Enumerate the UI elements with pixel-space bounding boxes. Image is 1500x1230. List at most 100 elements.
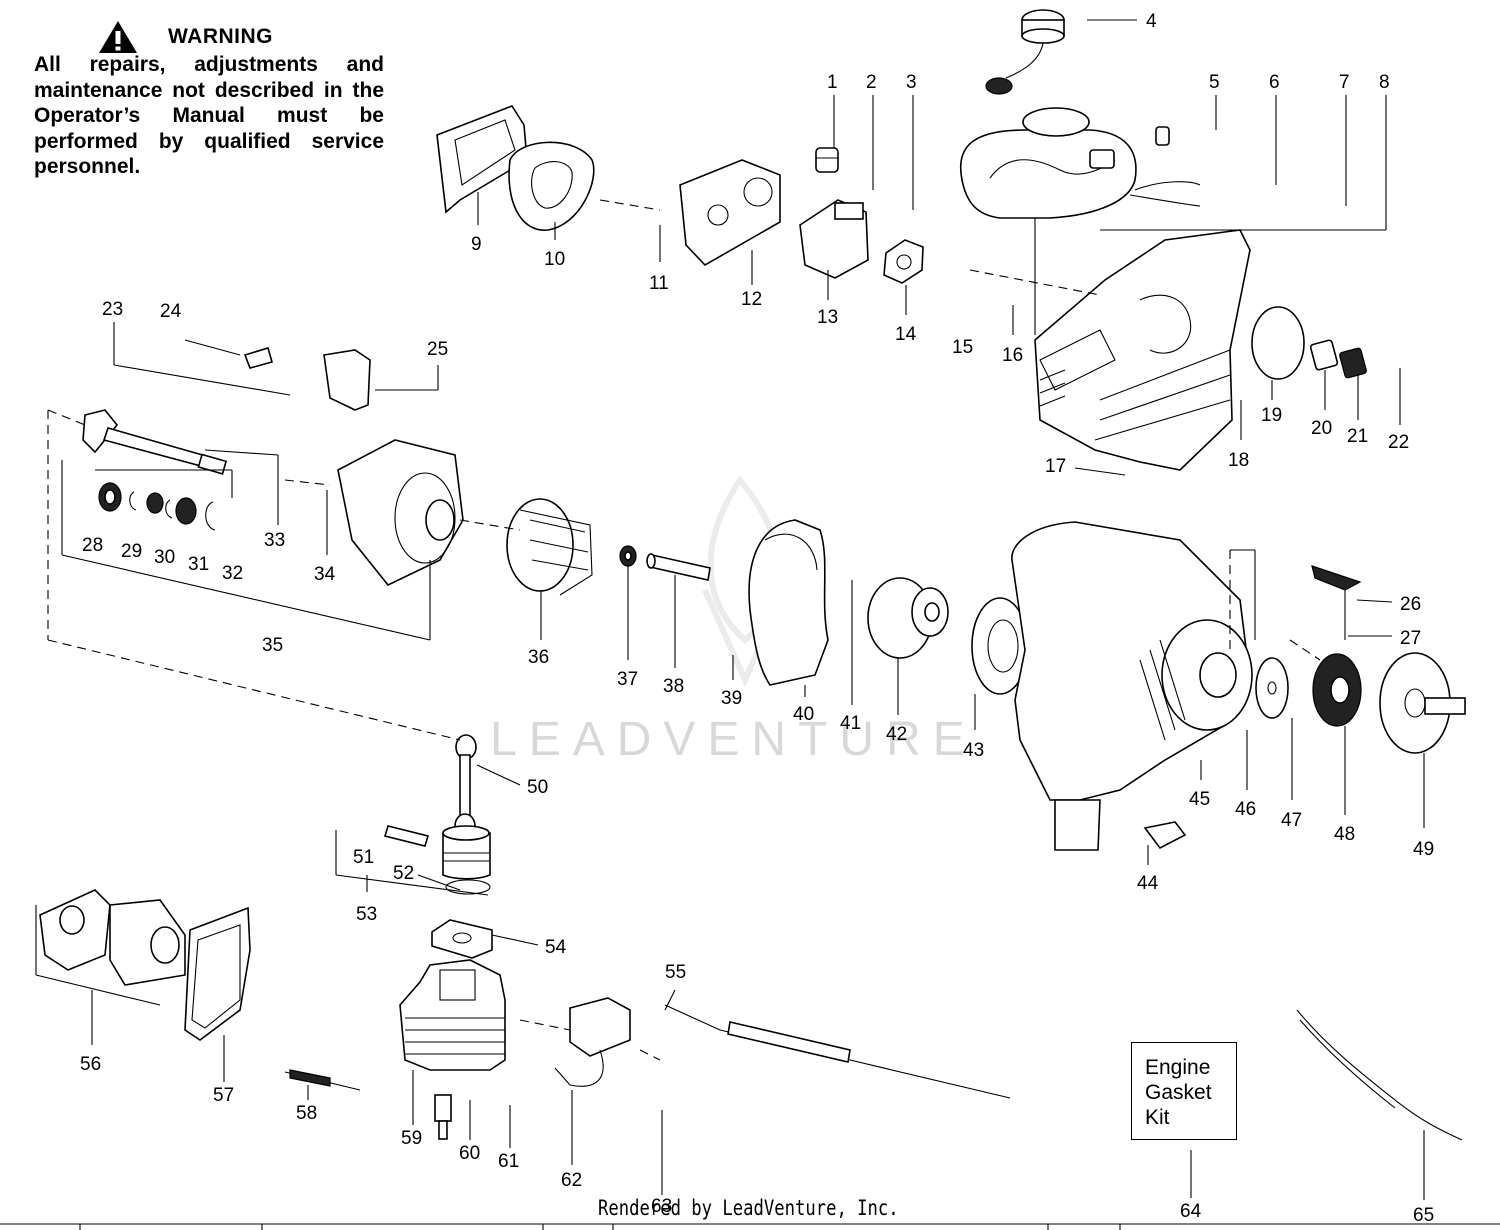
kit-line-1: Engine <box>1145 1056 1211 1079</box>
o-ring-part <box>1251 306 1305 380</box>
piston-part <box>383 825 491 895</box>
callout-50: 50 <box>527 777 548 798</box>
callout-39: 39 <box>721 688 742 709</box>
callout-56: 56 <box>80 1054 101 1075</box>
callout-18: 18 <box>1228 450 1249 471</box>
flywheel-part <box>506 498 593 596</box>
callout-59: 59 <box>401 1128 422 1149</box>
callout-12: 12 <box>741 289 762 310</box>
callout-52: 52 <box>393 863 414 884</box>
callout-62: 62 <box>561 1170 582 1191</box>
spark-plug-part <box>434 1094 452 1140</box>
cylinder-gasket-part <box>431 919 493 959</box>
engine-gasket-kit-box: Engine Gasket Kit <box>1131 1042 1237 1140</box>
fuel-filter-part <box>1155 126 1170 146</box>
starter-handle-part <box>1311 565 1362 640</box>
callout-42: 42 <box>886 724 907 745</box>
pulley-part <box>867 577 949 659</box>
callout-51: 51 <box>353 847 374 868</box>
callout-58: 58 <box>296 1103 317 1124</box>
callout-29: 29 <box>121 541 142 562</box>
warning-triangle-icon <box>99 21 137 53</box>
callout-44: 44 <box>1137 873 1159 894</box>
callout-19: 19 <box>1261 405 1282 426</box>
callout-47: 47 <box>1281 810 1302 831</box>
callout-53: 53 <box>356 904 377 925</box>
callout-1: 1 <box>827 72 838 93</box>
callout-46: 46 <box>1235 799 1256 820</box>
carburetor-bracket-part <box>679 159 781 267</box>
callout-33: 33 <box>264 530 285 551</box>
air-filter-part <box>508 141 595 231</box>
spring-part <box>284 1069 361 1091</box>
callout-26: 26 <box>1400 594 1421 615</box>
crankshaft-part <box>82 409 228 475</box>
callout-65: 65 <box>1413 1205 1434 1226</box>
callout-38: 38 <box>663 676 684 697</box>
shroud-part <box>748 519 829 686</box>
clutch-drum-part <box>1379 652 1466 754</box>
callout-36: 36 <box>528 647 549 668</box>
callout-30: 30 <box>154 547 175 568</box>
ignition-module-part <box>554 997 631 1087</box>
callout-7: 7 <box>1339 72 1350 93</box>
callout-13: 13 <box>817 307 838 328</box>
kit-line-2: Gasket <box>1145 1081 1212 1104</box>
drive-shaft-part <box>646 553 711 581</box>
callout-leaders <box>35 19 1425 1200</box>
cylinder-part <box>399 959 506 1071</box>
washer-part <box>619 545 637 567</box>
fuel-tank-part <box>959 107 1137 219</box>
air-box-gasket-part <box>184 906 251 1041</box>
engine-housing-part <box>1034 229 1251 471</box>
starter-housing-part <box>1011 521 1253 851</box>
callout-63: 63 <box>651 1196 672 1217</box>
warning-title: WARNING <box>168 25 273 48</box>
callout-27: 27 <box>1400 628 1421 649</box>
bottom-table-border <box>0 1223 1500 1230</box>
callout-41: 41 <box>840 713 861 734</box>
callout-8: 8 <box>1379 72 1390 93</box>
small-plates-part <box>1309 339 1367 379</box>
callout-37: 37 <box>617 669 638 690</box>
callout-45: 45 <box>1189 789 1210 810</box>
callout-labels: 1 2 3 4 5 6 7 8 9 10 11 12 13 14 15 16 1… <box>80 11 1434 1226</box>
callout-48: 48 <box>1334 824 1355 845</box>
fuel-cap-part <box>985 9 1065 95</box>
callout-3: 3 <box>906 72 917 93</box>
fuel-lines-part <box>1129 181 1201 207</box>
carburetor-part <box>799 199 869 279</box>
air-filter-cover-part <box>436 105 528 214</box>
callout-55: 55 <box>665 962 686 983</box>
callout-6: 6 <box>1269 72 1280 93</box>
callout-43: 43 <box>963 740 984 761</box>
carb-gasket-part <box>883 239 924 284</box>
callout-61: 61 <box>498 1151 519 1172</box>
warning-text: All repairs, adjustments and maintenance… <box>34 53 384 178</box>
mount-bracket-part <box>243 346 371 411</box>
callout-40: 40 <box>793 704 814 725</box>
callout-32: 32 <box>222 563 243 584</box>
callout-23: 23 <box>102 299 123 320</box>
pawl-part <box>1143 821 1187 850</box>
callout-28: 28 <box>82 535 103 556</box>
bearings-part <box>98 482 216 531</box>
callout-34: 34 <box>314 564 336 585</box>
callout-25: 25 <box>427 339 448 360</box>
callout-20: 20 <box>1311 418 1332 439</box>
callout-49: 49 <box>1413 839 1434 860</box>
recoil-pulley-part <box>1312 653 1362 727</box>
throttle-cable-part <box>1296 1009 1463 1141</box>
warning-block: WARNING All repairs, adjustments and mai… <box>34 21 384 180</box>
dashed-guides <box>47 199 1321 1061</box>
callout-35: 35 <box>262 635 283 656</box>
air-box-part <box>39 889 186 986</box>
callout-54: 54 <box>545 937 567 958</box>
callout-15: 15 <box>952 337 973 358</box>
callout-31: 31 <box>188 554 209 575</box>
callout-11: 11 <box>649 273 669 294</box>
kit-line-3: Kit <box>1145 1106 1170 1129</box>
watermark: LEADVENTURE <box>490 713 977 766</box>
callout-21: 21 <box>1347 426 1368 447</box>
